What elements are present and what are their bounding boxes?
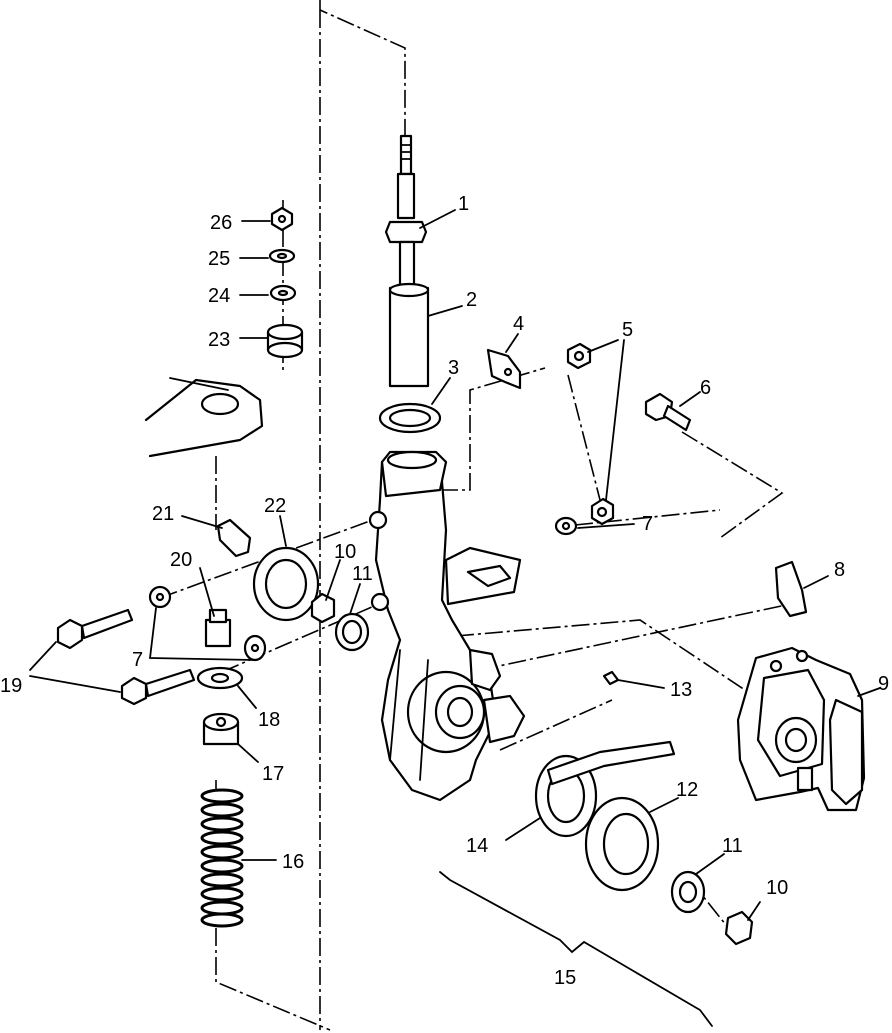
callout-17: 17 <box>262 763 284 785</box>
assembly-centerlines <box>159 0 801 1031</box>
washer-left-lower <box>243 634 267 662</box>
bolt-upper-right <box>644 392 692 432</box>
callout-10-right: 10 <box>766 877 788 899</box>
callout-7-left: 7 <box>132 649 143 671</box>
callout-20: 20 <box>170 549 192 571</box>
hex-nut-upper <box>566 342 592 370</box>
bearing-11-left <box>334 612 370 652</box>
steering-spindle <box>368 450 526 802</box>
callout-25: 25 <box>208 248 230 270</box>
callout-4: 4 <box>513 313 524 335</box>
callout-9: 9 <box>878 673 889 695</box>
grease-fitting-21 <box>216 518 252 558</box>
callout-11-left: 11 <box>352 563 373 585</box>
callout-labels: 1 2 3 4 5 6 7 8 9 10 11 13 12 14 11 10 1… <box>0 193 889 989</box>
callout-16: 16 <box>282 851 304 873</box>
callout-12: 12 <box>676 779 698 801</box>
callout-3: 3 <box>448 357 459 379</box>
callout-26: 26 <box>210 212 232 234</box>
callout-24: 24 <box>208 285 230 307</box>
callout-5: 5 <box>622 319 633 341</box>
washer-25 <box>268 248 296 264</box>
callout-11-right: 11 <box>722 835 743 857</box>
leader-lines <box>29 209 881 921</box>
washer-24 <box>269 284 297 302</box>
hex-nut-lower <box>590 497 615 526</box>
bearing-11-right <box>670 870 706 914</box>
washer-right <box>554 516 578 536</box>
brake-caliper <box>736 646 866 812</box>
callout-19: 19 <box>0 675 22 697</box>
callout-23: 23 <box>208 329 230 351</box>
a-arm-end <box>144 377 264 458</box>
washer-left-upper <box>148 585 172 609</box>
bolt-19-upper <box>56 608 134 650</box>
callout-22: 22 <box>264 495 286 517</box>
washer-18 <box>196 666 244 690</box>
callout-14: 14 <box>466 835 488 857</box>
shock-body <box>388 282 430 388</box>
nut-17 <box>202 712 240 746</box>
callout-10-left: 10 <box>334 541 356 563</box>
bearing-12 <box>584 796 660 892</box>
nut-10-right <box>724 910 754 946</box>
spacer-ring <box>378 402 442 434</box>
callout-13: 13 <box>670 679 692 701</box>
brake-pad <box>774 560 808 618</box>
shock-rod <box>384 134 428 288</box>
bushing-23 <box>266 323 304 359</box>
callout-6: 6 <box>700 377 711 399</box>
callout-15: 15 <box>554 967 576 989</box>
callout-7-right: 7 <box>642 513 653 535</box>
spring-16 <box>200 788 244 928</box>
bolt-19-lower <box>120 668 196 706</box>
callout-8: 8 <box>834 559 845 581</box>
nut-26 <box>270 206 294 232</box>
nut-10-left <box>310 592 336 624</box>
callout-21: 21 <box>152 503 174 525</box>
bracket <box>486 348 522 390</box>
grease-fitting-13 <box>602 670 620 686</box>
fitting-20 <box>204 608 232 648</box>
seal-22 <box>252 546 320 622</box>
brake-line <box>546 740 676 786</box>
callout-2: 2 <box>466 289 477 311</box>
callout-1: 1 <box>458 193 469 215</box>
callout-18: 18 <box>258 709 280 731</box>
group-bracket-15 <box>439 871 713 1027</box>
